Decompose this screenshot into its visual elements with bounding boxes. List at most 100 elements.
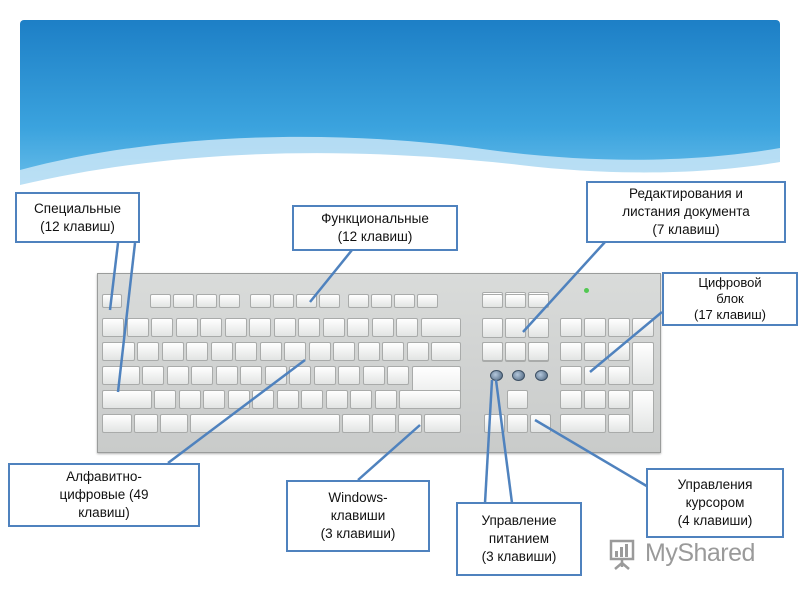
keyboard-key: [507, 390, 528, 409]
callout-functional: Функциональные (12 клавиш): [292, 205, 458, 251]
keyboard-key: [350, 390, 372, 409]
keyboard-key: [102, 390, 152, 409]
keyboard-key: [227, 390, 250, 409]
callout-editing-line2: листания документа: [622, 204, 750, 219]
keyboard-key: [219, 294, 240, 308]
keyboard-key: [387, 366, 409, 385]
keyboard-key: [151, 318, 173, 337]
keyboard-key: [528, 294, 549, 308]
keyboard-key: [142, 366, 164, 385]
keyboard-key: [584, 366, 606, 385]
keyboard-key: [273, 318, 296, 337]
keyboard-key: [584, 342, 606, 361]
callout-cursor: Управления курсором (4 клавиши): [646, 468, 784, 538]
callout-editing: Редактирования и листания документа (7 к…: [586, 181, 786, 243]
keyboard-key: [173, 294, 194, 308]
keyboard-key: [240, 366, 262, 385]
keyboard-key: [560, 414, 606, 433]
callout-special-line2: (12 клавиш): [40, 218, 115, 234]
callout-cursor-line3: (4 клавиши): [677, 513, 753, 528]
keyboard-key: [584, 318, 606, 337]
keyboard-key: [348, 294, 369, 308]
keyboard-key: [210, 342, 233, 361]
callout-windows-line3: (3 клавиши): [320, 526, 396, 541]
keyboard-key: [203, 390, 225, 409]
keyboard-key: [102, 366, 140, 385]
callout-cursor-line2: курсором: [685, 495, 745, 510]
keyboard-key: [484, 414, 505, 433]
callout-alphanumeric: Алфавитно- цифровые (49 клавиш): [8, 463, 200, 527]
keyboard-key: [126, 318, 149, 337]
callout-windows-line2: клавиши: [330, 508, 386, 523]
callout-power-line3: (3 клавиши): [481, 549, 557, 564]
power-key: [535, 370, 548, 381]
keyboard-key: [160, 414, 188, 433]
keyboard-key: [224, 318, 247, 337]
keyboard-key: [249, 318, 271, 337]
keyboard-key: [196, 294, 217, 308]
keyboard-key: [406, 342, 429, 361]
keyboard-key: [560, 342, 582, 361]
keyboard-key: [608, 390, 630, 409]
keyboard-key: [608, 342, 630, 361]
keyboard-key: [186, 342, 208, 361]
keyboard-key: [342, 414, 370, 433]
keyboard-key: [394, 294, 415, 308]
keyboard-key: [166, 366, 189, 385]
keyboard-key: [584, 390, 606, 409]
keyboard-key: [264, 366, 287, 385]
callout-editing-line3: (7 клавиш): [652, 222, 720, 237]
header-banner: [20, 20, 780, 200]
callout-alphanumeric-line1: Алфавитно-: [66, 469, 142, 484]
keyboard-key: [301, 390, 323, 409]
keyboard-key: [398, 414, 422, 433]
keyboard-key: [507, 414, 528, 433]
keyboard-key: [357, 342, 380, 361]
keyboard-key: [322, 318, 345, 337]
keyboard-key: [161, 342, 184, 361]
keyboard-key: [252, 390, 274, 409]
keyboard-key: [102, 318, 124, 337]
keyboard-key: [505, 342, 526, 361]
keyboard-key: [560, 366, 582, 385]
keyboard-key: [200, 318, 222, 337]
callout-alphanumeric-line3: клавиш): [78, 505, 130, 520]
keyboard-key: [150, 294, 171, 308]
keyboard-key: [560, 390, 582, 409]
keyboard-key: [308, 342, 331, 361]
keyboard-key: [608, 318, 630, 337]
keyboard-key: [154, 390, 176, 409]
wave-graphic: [20, 20, 780, 200]
keyboard-key: [632, 342, 654, 385]
keyboard-key: [362, 366, 385, 385]
callout-numpad-line1: Цифровой: [698, 275, 762, 290]
keyboard-led: [584, 288, 589, 293]
keyboard-key: [632, 390, 654, 433]
keyboard-key: [372, 414, 396, 433]
callout-functional-line2: (12 клавиш): [337, 229, 413, 244]
keyboard-key: [482, 294, 503, 308]
presentation-board-icon: [609, 539, 635, 570]
keyboard-key: [338, 366, 360, 385]
callout-windows-line1: Windows-: [328, 490, 388, 505]
myshared-watermark: MyShared: [605, 534, 775, 574]
keyboard-key: [382, 342, 404, 361]
keyboard-key: [560, 318, 582, 337]
keyboard-key: [505, 318, 526, 338]
keyboard-key: [289, 366, 311, 385]
keyboard-key: [190, 414, 340, 433]
callout-special: Специальные (12 клавиш): [15, 192, 140, 243]
keyboard-key: [296, 294, 317, 308]
keyboard-key: [347, 318, 369, 337]
keyboard-key: [137, 342, 159, 361]
callout-cursor-line1: Управления: [677, 477, 753, 492]
callout-editing-line1: Редактирования и: [629, 186, 743, 201]
callout-special-line1: Специальные: [34, 200, 121, 216]
keyboard-key: [175, 318, 198, 337]
keyboard-key: [431, 342, 461, 361]
keyboard-key: [608, 414, 630, 433]
keyboard-key: [325, 390, 348, 409]
callout-windows: Windows- клавиши (3 клавиши): [286, 480, 430, 552]
keyboard-key: [102, 294, 122, 308]
callout-numpad-line2: блок: [716, 291, 744, 306]
